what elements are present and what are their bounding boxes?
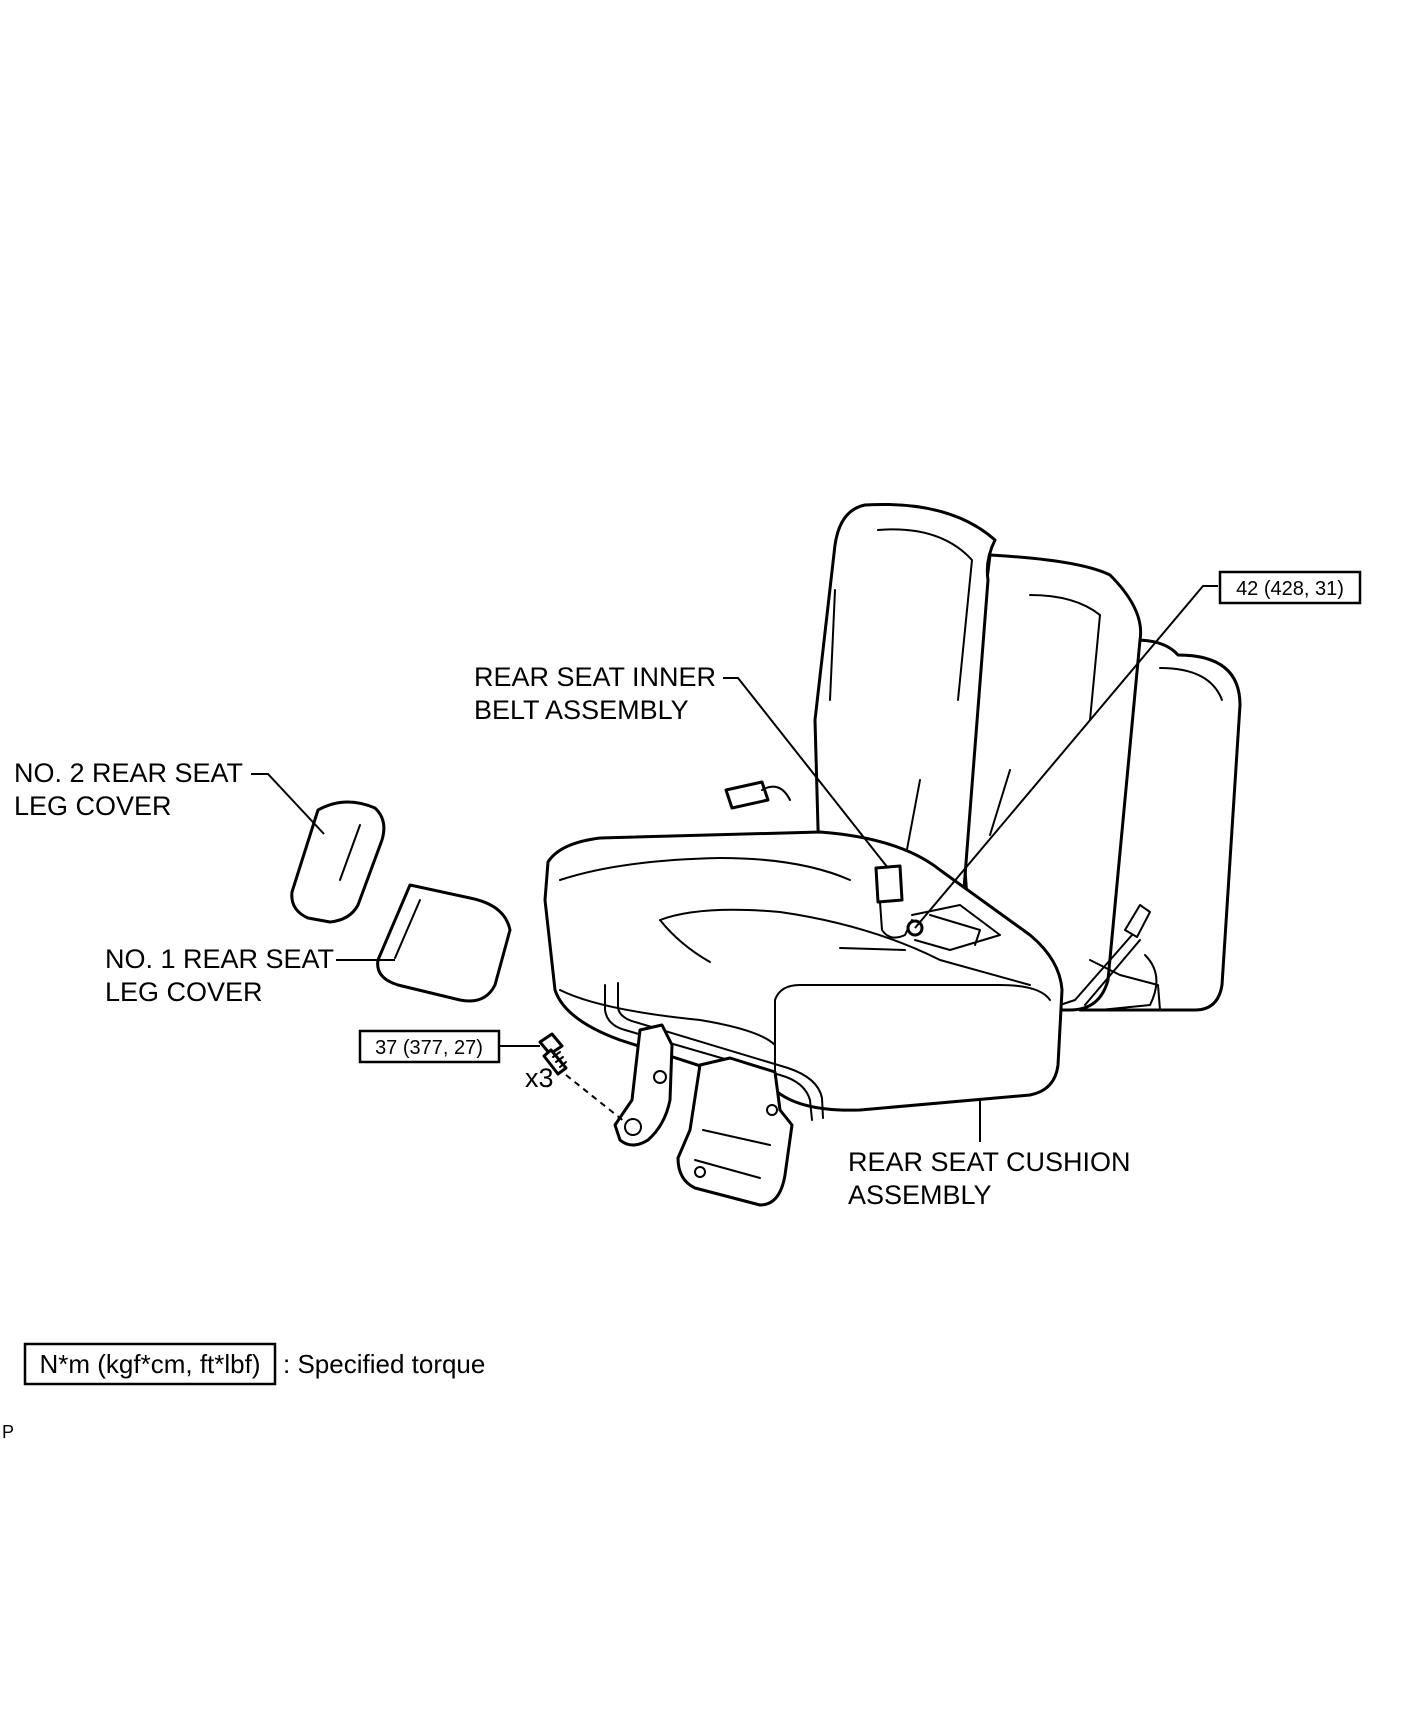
rear-seat-cushion <box>543 830 1064 1112</box>
torque-value-belt: 42 (428, 31) <box>1236 578 1344 600</box>
label-no1-cover-line2: LEG COVER <box>105 977 263 1007</box>
label-inner-belt-line1: REAR SEAT INNER <box>474 662 716 692</box>
legend-box-text: N*m (kgf*cm, ft*lbf) <box>39 1349 260 1379</box>
label-cushion-line1: REAR SEAT CUSHION <box>848 1147 1131 1177</box>
bolt <box>538 1032 568 1076</box>
torque-box-bolt: 37 (377, 27) <box>358 1029 501 1064</box>
torque-legend: N*m (kgf*cm, ft*lbf) : Specified torque <box>23 1342 485 1386</box>
no1-rear-seat-leg-cover <box>376 883 512 1003</box>
bolt-quantity: x3 <box>525 1063 554 1093</box>
label-inner-belt-line2: BELT ASSEMBLY <box>474 695 689 725</box>
label-no1-cover-line1: NO. 1 REAR SEAT <box>105 944 334 974</box>
seat-frame-legs <box>604 959 1161 1207</box>
label-cushion-line2: ASSEMBLY <box>848 1180 992 1210</box>
leader-lines <box>251 585 1218 1142</box>
corner-mark: P <box>2 1422 14 1442</box>
torque-box-belt: 42 (428, 31) <box>1218 570 1362 605</box>
torque-value-bolt: 37 (377, 27) <box>375 1037 483 1059</box>
outer-belt-strap <box>1059 904 1158 1011</box>
label-no2-cover-line1: NO. 2 REAR SEAT <box>14 758 243 788</box>
no2-rear-seat-leg-cover <box>290 800 386 924</box>
legend-description: : Specified torque <box>283 1349 485 1379</box>
label-no2-cover-line2: LEG COVER <box>14 791 172 821</box>
